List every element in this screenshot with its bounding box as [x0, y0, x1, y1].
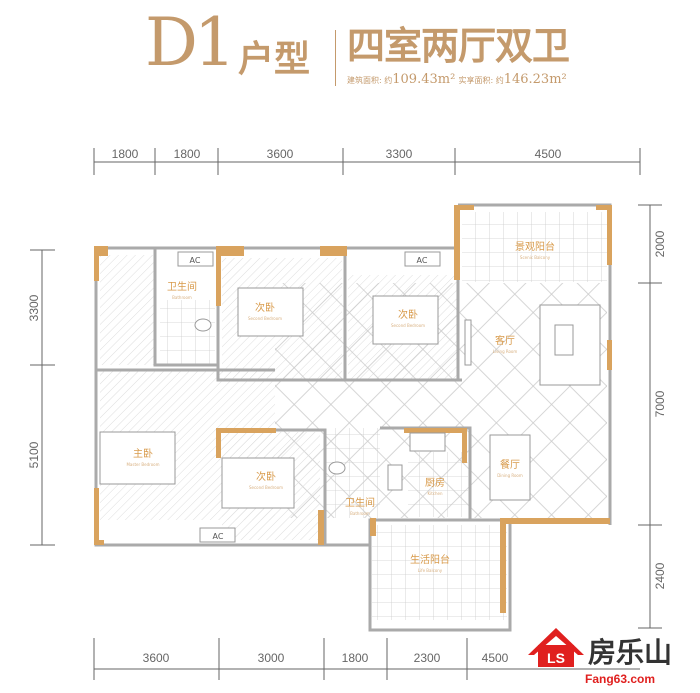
dim-top-1: 1800 [112, 147, 139, 161]
dim-top-5: 4500 [535, 147, 562, 161]
room-bathroom-1-en: Bathroom [172, 295, 192, 300]
room-kitchen-en: Kitchen [427, 491, 442, 496]
svg-text:LS: LS [547, 650, 565, 666]
room-second-bedroom-3-en: Second Bedroom [249, 485, 283, 490]
dim-bottom-1: 3600 [143, 651, 170, 665]
ac-label: AC [190, 256, 201, 265]
toilet-icon [328, 461, 346, 475]
type-code: D1 [145, 4, 236, 81]
dimension-top [93, 148, 641, 175]
dim-left-2: 5100 [27, 441, 41, 468]
ac-label: AC [417, 256, 428, 265]
ac-unit-icon [177, 251, 214, 267]
wall-columns [94, 205, 612, 613]
dining-table-icon [489, 434, 531, 501]
furniture [99, 251, 601, 543]
area-actual-label: 实享面积: 约 [458, 76, 504, 85]
type-suffix: 户型 [238, 39, 311, 80]
toilet-icon [194, 318, 212, 332]
dimension-right [638, 204, 662, 629]
room-living-en: Living Room [493, 349, 518, 354]
area-built-value: 109.43m² [392, 72, 456, 87]
ac-label: AC [213, 532, 224, 541]
room-life-balcony: 生活阳台 [410, 553, 450, 566]
area-actual-value: 146.23m² [503, 72, 567, 87]
ac-unit-icon [404, 251, 441, 267]
dim-bottom-4: 2300 [414, 651, 441, 665]
room-second-bedroom-1: 次卧 [255, 301, 275, 314]
layout-title: 四室两厅双卫 [347, 24, 570, 68]
room-second-bedroom-2: 次卧 [398, 308, 418, 321]
dim-bottom-2: 3000 [258, 651, 285, 665]
bed-icon [237, 287, 304, 337]
room-scenic-balcony: 景观阳台 [515, 240, 555, 253]
stove-icon [409, 432, 446, 452]
sink-icon [387, 464, 403, 491]
room-second-bedroom-2-en: Second Bedroom [391, 323, 425, 328]
room-scenic-balcony-en: Scenic Balcony [520, 255, 551, 260]
area-line: 建筑面积: 约109.43m² 实享面积: 约146.23m² [347, 72, 567, 87]
floor-fills [100, 212, 607, 620]
room-bathroom-2: 卫生间 [345, 496, 375, 509]
dimension-bottom [93, 638, 640, 680]
room-master-bedroom: 主卧 [133, 447, 153, 460]
dim-top-2: 1800 [174, 147, 201, 161]
room-life-balcony-en: Life Balcony [418, 568, 443, 573]
logo-name: 房乐山 [588, 636, 672, 669]
logo-url: Fang63.com [585, 672, 655, 686]
tv-icon [464, 319, 472, 366]
ac-unit-icon [199, 527, 236, 543]
dim-bottom-3: 1800 [342, 651, 369, 665]
dim-right-1: 2000 [653, 230, 667, 257]
dim-right-3: 2400 [653, 562, 667, 589]
house-icon [528, 628, 584, 655]
area-built-label: 建筑面积: 约 [347, 76, 393, 85]
dim-right-2: 7000 [653, 390, 667, 417]
room-dining-en: Dining Room [497, 473, 523, 478]
dim-bottom-5: 4500 [482, 651, 509, 665]
room-bathroom-1: 卫生间 [167, 280, 197, 293]
bed-icon [99, 431, 176, 485]
room-dining: 餐厅 [500, 458, 520, 471]
room-labels: 卫生间 Bathroom 次卧 Second Bedroom 次卧 Second… [126, 240, 555, 573]
fang63-logo: LS 房乐山 Fang63.com [528, 628, 672, 686]
dimension-left [30, 249, 55, 546]
bed-icon [221, 457, 295, 509]
table-icon [554, 324, 574, 356]
room-bathroom-2-en: Bathroom [350, 511, 370, 516]
dim-left-1: 3300 [27, 294, 41, 321]
room-kitchen: 厨房 [425, 476, 445, 489]
room-living: 客厅 [495, 334, 515, 347]
room-master-bedroom-en: Master Bedroom [126, 462, 159, 467]
dim-top-4: 3300 [386, 147, 413, 161]
title-divider [335, 30, 336, 86]
bed-icon [372, 295, 439, 345]
dim-top-3: 3600 [267, 147, 294, 161]
room-second-bedroom-1-en: Second Bedroom [248, 316, 282, 321]
room-second-bedroom-3: 次卧 [256, 470, 276, 483]
